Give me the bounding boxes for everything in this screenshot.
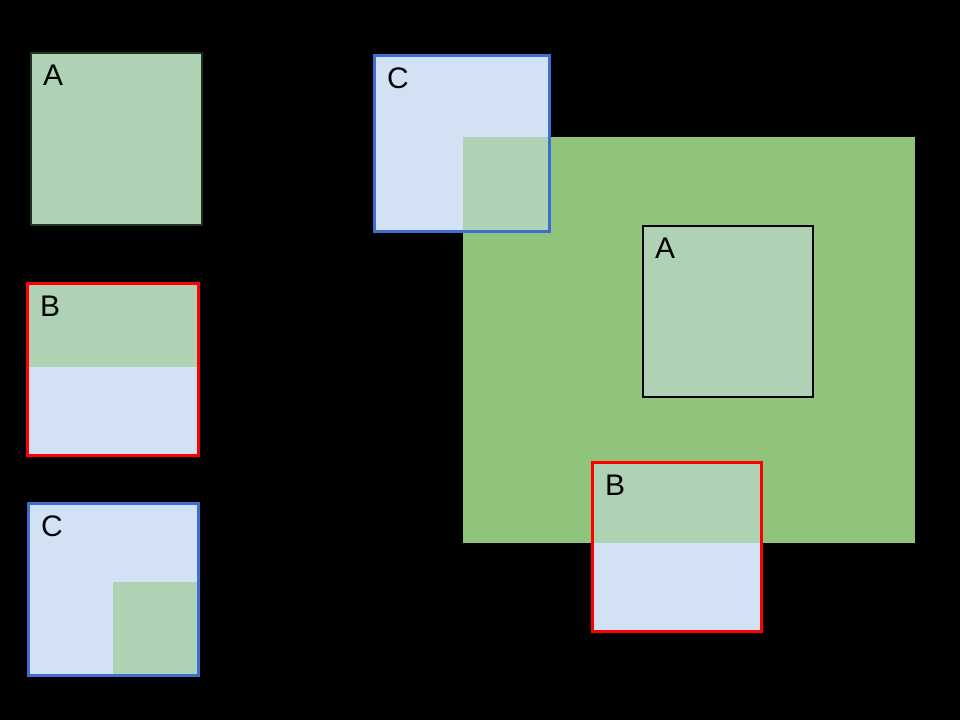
composition-square-c: C: [373, 54, 551, 233]
composition-label-a: A: [655, 232, 676, 265]
preview-square-c: C: [27, 502, 200, 677]
preview-b-green-region: [29, 285, 197, 367]
composition-label-c: C: [387, 62, 409, 95]
shape-label-b: B: [40, 290, 61, 323]
composition-b-overlap-region: [594, 464, 760, 543]
preview-c-green-region: [113, 582, 197, 674]
preview-square-a: A: [30, 52, 203, 226]
composition-square-b: B: [591, 461, 763, 633]
preview-square-b: B: [26, 282, 200, 457]
composition-c-overlap-region: [463, 137, 548, 230]
shape-label-c: C: [41, 510, 63, 543]
shape-label-a: A: [43, 59, 64, 92]
composition-label-b: B: [605, 469, 626, 502]
composition-square-a: A: [642, 225, 814, 398]
